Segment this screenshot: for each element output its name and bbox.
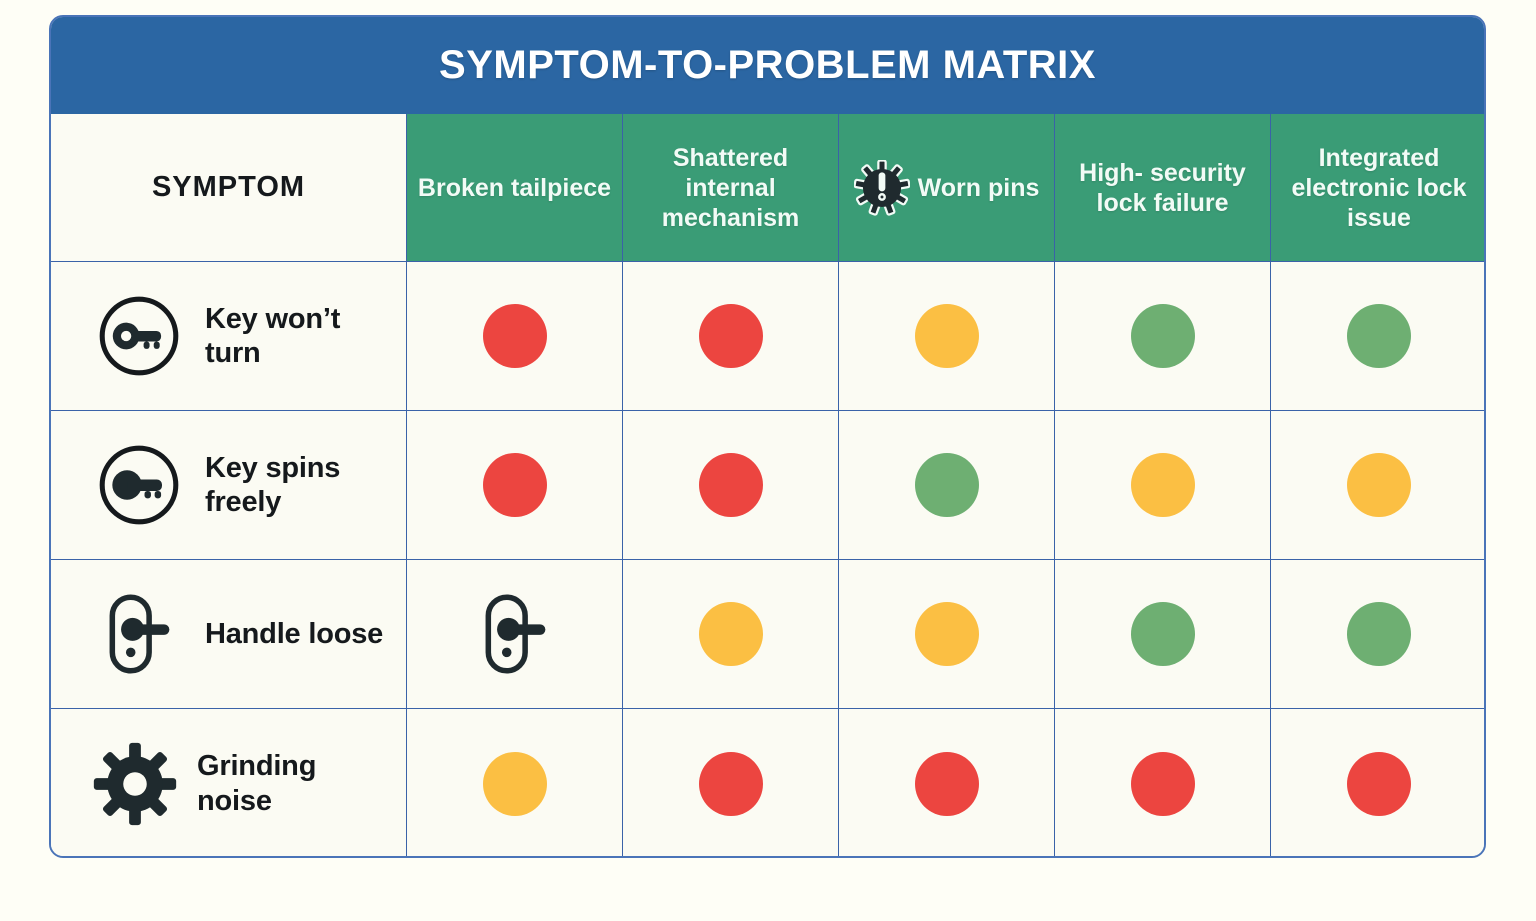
page-title: SYMPTOM-TO-PROBLEM MATRIX xyxy=(439,43,1096,87)
header-cell-content: SYMPTOM xyxy=(152,171,305,204)
status-dot-red xyxy=(1130,751,1195,816)
table-header-row: SYMPTOM Broken tailpiece Shattered interna… xyxy=(51,114,1484,262)
symptom-problem-matrix-card: SYMPTOM-TO-PROBLEM MATRIX SYMPTOM Broken … xyxy=(49,15,1486,858)
matrix-cell-r1-c0[interactable] xyxy=(407,411,623,560)
matrix-cell-r0-c1[interactable] xyxy=(623,262,839,411)
table-row: Key spins freely xyxy=(51,411,1484,560)
header-cell-problem-3: Worn pins xyxy=(839,114,1055,262)
symptom-cell-2: Handle loose xyxy=(51,560,407,709)
table-row: Handle loose xyxy=(51,560,1484,709)
header-cell-problem-1: Broken tailpiece xyxy=(407,114,623,262)
status-dot-red xyxy=(698,453,763,517)
matrix-cell-r0-c2[interactable] xyxy=(839,262,1055,411)
matrix-cell-r2-c2[interactable] xyxy=(839,560,1055,709)
column-header-label: SYMPTOM xyxy=(151,171,306,203)
matrix-cell-r2-c4[interactable] xyxy=(1271,560,1484,709)
matrix-cell-r1-c1[interactable] xyxy=(623,411,839,560)
status-dot-yellow xyxy=(1347,453,1411,517)
matrix-cell-r2-c1[interactable] xyxy=(623,560,839,709)
status-dot-yellow xyxy=(914,602,979,666)
matrix-cell-r3-c2[interactable] xyxy=(839,709,1055,856)
matrix-cell-r3-c3[interactable] xyxy=(1055,709,1271,856)
column-header-label: Broken tailpiece xyxy=(417,173,612,202)
status-dot-yellow xyxy=(1130,453,1195,517)
table-row: Key won’t turn xyxy=(51,262,1484,411)
header-cell-content: Shattered internal mechanism xyxy=(631,143,830,233)
header-cell-problem-2: Shattered internal mechanism xyxy=(623,114,839,262)
matrix-cell-r0-c4[interactable] xyxy=(1271,262,1484,411)
status-dot-yellow xyxy=(698,602,763,666)
column-header-label: Worn pins xyxy=(917,173,1040,202)
matrix-cell-r0-c0[interactable] xyxy=(407,262,623,411)
matrix-cell-r1-c4[interactable] xyxy=(1271,411,1484,560)
key-solid-in-circle-icon xyxy=(93,439,185,531)
symptom-label: Handle loose xyxy=(205,617,384,650)
symptom-label: Key won’t turn xyxy=(205,302,341,369)
column-header-label: Shattered internal mechanism xyxy=(661,143,800,232)
header-cell-content: Integrated electronic lock issue xyxy=(1279,143,1479,233)
symptom-cell-1: Key spins freely xyxy=(51,411,407,560)
status-dot-red xyxy=(698,304,763,368)
header-cell-content: Broken tailpiece xyxy=(418,173,611,203)
matrix-cell-r3-c4[interactable] xyxy=(1271,709,1484,856)
matrix-cell-r0-c3[interactable] xyxy=(1055,262,1271,411)
door-handle-icon xyxy=(469,588,561,680)
key-in-circle-icon xyxy=(93,290,185,382)
matrix-cell-r3-c1[interactable] xyxy=(623,709,839,856)
door-handle-icon xyxy=(93,588,185,680)
status-dot-red xyxy=(698,751,763,816)
symptom-label: Key spins freely xyxy=(205,451,341,518)
column-header-label: Integrated electronic lock issue xyxy=(1291,143,1467,232)
header-cell-content: High- security lock failure xyxy=(1063,158,1262,218)
title-banner: SYMPTOM-TO-PROBLEM MATRIX xyxy=(51,17,1484,114)
status-dot-green xyxy=(1347,602,1411,666)
status-dot-red xyxy=(1347,751,1411,816)
status-dot-red xyxy=(482,453,547,517)
gear-icon xyxy=(93,742,177,826)
symptom-label: Grinding noise xyxy=(197,750,317,817)
header-cell-symptom: SYMPTOM xyxy=(51,114,407,262)
symptom-cell-0: Key won’t turn xyxy=(51,262,407,411)
status-dot-red xyxy=(482,304,547,368)
column-header-label: High- security lock failure xyxy=(1079,158,1246,217)
table-row: Grinding noise xyxy=(51,709,1484,856)
matrix-cell-r3-c0[interactable] xyxy=(407,709,623,856)
matrix-cell-r1-c2[interactable] xyxy=(839,411,1055,560)
status-dot-yellow xyxy=(482,751,547,816)
gear-alert-icon xyxy=(853,159,910,216)
status-dot-green xyxy=(914,453,979,517)
header-cell-problem-4: High- security lock failure xyxy=(1055,114,1271,262)
matrix-cell-r2-c0[interactable] xyxy=(407,560,623,709)
header-cell-content: Worn pins xyxy=(853,159,1040,216)
status-dot-green xyxy=(1347,304,1411,368)
status-dot-red xyxy=(914,751,979,816)
status-dot-green xyxy=(1130,602,1195,666)
header-cell-problem-5: Integrated electronic lock issue xyxy=(1271,114,1484,262)
symptom-cell-3: Grinding noise xyxy=(51,709,407,856)
status-dot-yellow xyxy=(914,304,979,368)
status-dot-green xyxy=(1130,304,1195,368)
matrix-cell-r1-c3[interactable] xyxy=(1055,411,1271,560)
matrix-cell-r2-c3[interactable] xyxy=(1055,560,1271,709)
